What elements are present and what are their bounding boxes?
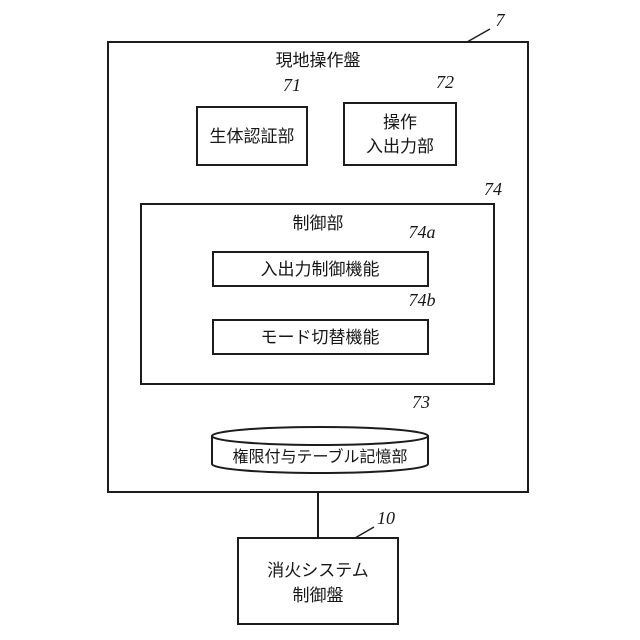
storage-cylinder-body	[211, 436, 429, 474]
leader-line-7	[466, 28, 491, 43]
io-control-box-label: 入出力制御機能	[261, 260, 380, 280]
storage-cylinder-label: 権限付与テーブル記憶部	[232, 447, 407, 466]
ref-label-74b: 74b	[409, 290, 436, 310]
biometric-box	[196, 106, 308, 166]
ref-label-74: 74	[484, 179, 502, 199]
operation-io-box-label-line1: 操作	[383, 113, 417, 133]
leader-line-10	[354, 526, 375, 539]
fire-system-box-label-line2: 制御盤	[293, 586, 344, 606]
ref-label-71: 71	[283, 75, 301, 95]
mode-switch-box-label: モード切替機能	[261, 328, 380, 348]
operation-io-box-label-line2: 入出力部	[366, 137, 434, 157]
ref-label-73: 73	[412, 392, 430, 412]
fire-system-box-label-line1: 消火システム	[267, 561, 369, 581]
ref-label-74a: 74a	[409, 222, 436, 242]
mode-switch-box	[212, 319, 429, 355]
operation-io-box	[343, 102, 457, 166]
fire-system-box	[237, 537, 399, 625]
outer-box-title: 現地操作盤	[276, 51, 361, 71]
ref-label-10: 10	[377, 508, 395, 528]
biometric-box-label: 生体認証部	[210, 127, 295, 147]
io-control-box	[212, 251, 429, 287]
ref-label-7: 7	[496, 10, 506, 30]
control-box-title: 制御部	[293, 214, 344, 234]
ref-label-72: 72	[436, 72, 454, 92]
storage-cylinder-top	[211, 426, 429, 446]
